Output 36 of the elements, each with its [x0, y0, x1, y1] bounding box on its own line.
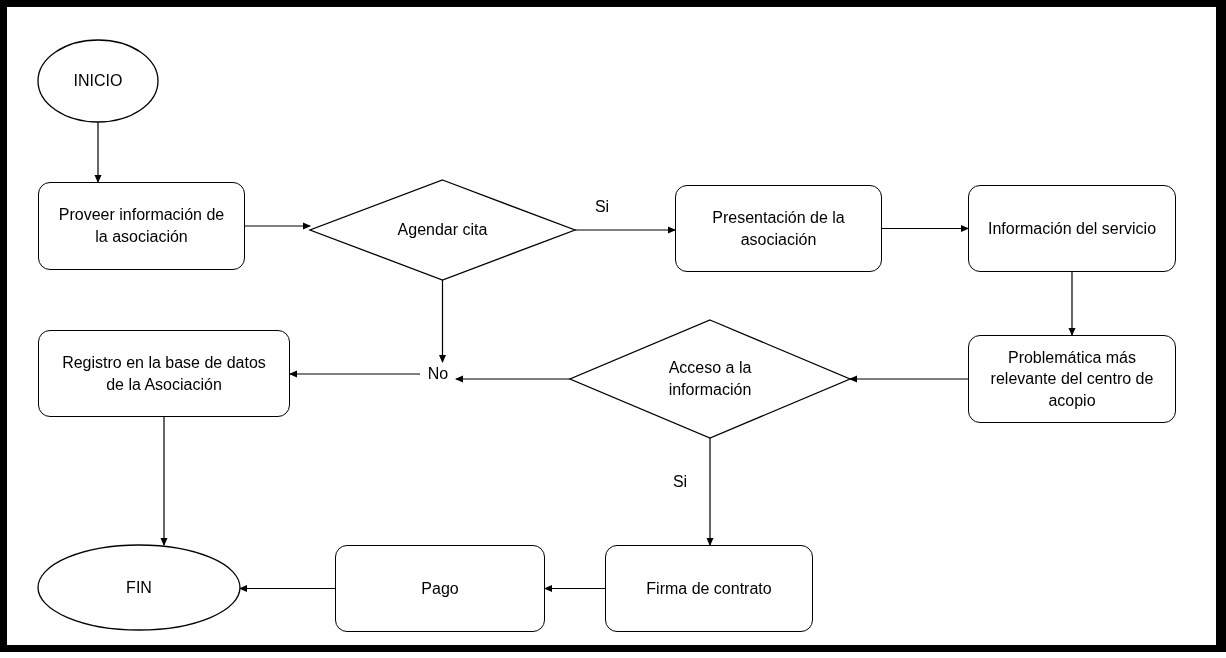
arrow: [94, 121, 102, 183]
arrow: [160, 416, 168, 546]
arrow: [544, 585, 606, 592]
process-box: [968, 335, 1176, 423]
node-text: Presentación de la asociación: [711, 207, 846, 250]
arrow: [239, 585, 336, 592]
arrow: [289, 370, 421, 378]
node-text: Registro en la base de datos de la Asociación: [61, 352, 267, 395]
arrow: [849, 375, 969, 383]
process-box: [335, 545, 545, 632]
process-box: [38, 182, 245, 270]
arrow: [1068, 271, 1076, 336]
arrow: [706, 437, 714, 546]
node-text: FIN: [126, 577, 152, 598]
arrow: [439, 279, 446, 363]
arrow: [574, 226, 676, 234]
terminal-ellipse: [38, 545, 240, 630]
arrow: [881, 225, 969, 232]
node-text: Información del servicio: [987, 218, 1157, 239]
node-text: INICIO: [73, 71, 123, 92]
arrow: [244, 222, 311, 230]
node-text: Firma de contrato: [646, 578, 772, 599]
node-text: Agendar cita: [397, 220, 488, 241]
node-text: Pago: [421, 578, 459, 599]
node-text: Problemática más relevante del centro de acopio: [989, 347, 1155, 411]
process-box: [675, 185, 882, 272]
terminal-ellipse: [38, 40, 158, 122]
process-box: [968, 185, 1176, 272]
process-box: [38, 330, 290, 417]
node-text: Proveer información de la asociación: [57, 205, 226, 247]
decision-diamond: [310, 180, 575, 280]
decision-diamond: [570, 320, 850, 438]
node-text: Acceso a la información: [667, 358, 753, 400]
process-box: [605, 545, 813, 632]
arrow: [455, 375, 571, 383]
branch-label: No: [420, 362, 456, 386]
